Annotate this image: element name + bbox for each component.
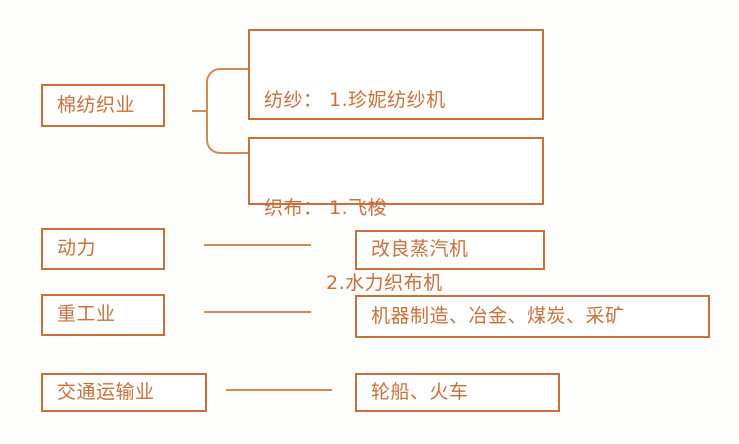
label-text-power: 动力 (57, 237, 97, 260)
connector-line-power (204, 244, 311, 246)
content-text-heavy-industry: 机器制造、冶金、煤炭、采矿 (371, 304, 625, 327)
content-line-spinning-1: 纺纱： 1.珍妮纺纱机 (264, 89, 446, 112)
content-box-power: 改良蒸汽机 (355, 230, 545, 270)
label-box-cotton-textile: 棉纺织业 (41, 84, 165, 127)
content-box-weaving: 织布： 1.飞梭 2.水力织布机 (248, 137, 544, 294)
label-text-transportation: 交通运输业 (57, 380, 155, 403)
connector-line-heavy-industry (204, 311, 311, 313)
group-brace-arm-bottom-icon (227, 152, 248, 154)
content-text-transportation: 轮船、火车 (371, 380, 469, 403)
group-brace-icon (206, 68, 228, 154)
content-line-weaving-1: 织布： 1.飞梭 (264, 197, 388, 220)
label-box-transportation: 交通运输业 (41, 373, 207, 412)
content-lines-weaving: 织布： 1.飞梭 2.水力织布机 (264, 146, 443, 347)
group-brace-arm-top-icon (227, 68, 248, 70)
connector-line-transportation (226, 389, 332, 391)
label-text-cotton-textile: 棉纺织业 (57, 93, 136, 116)
content-box-heavy-industry: 机器制造、冶金、煤炭、采矿 (355, 295, 710, 338)
content-box-transportation: 轮船、火车 (355, 373, 560, 412)
content-line-weaving-2: 2.水力织布机 (326, 272, 443, 295)
content-text-power: 改良蒸汽机 (371, 238, 469, 261)
label-text-heavy-industry: 重工业 (57, 303, 116, 326)
content-box-spinning: 纺纱： 1.珍妮纺纱机 2.骡机 (248, 29, 544, 186)
label-box-power: 动力 (41, 228, 165, 270)
group-brace-stem-icon (192, 110, 207, 112)
label-box-heavy-industry: 重工业 (41, 294, 165, 336)
